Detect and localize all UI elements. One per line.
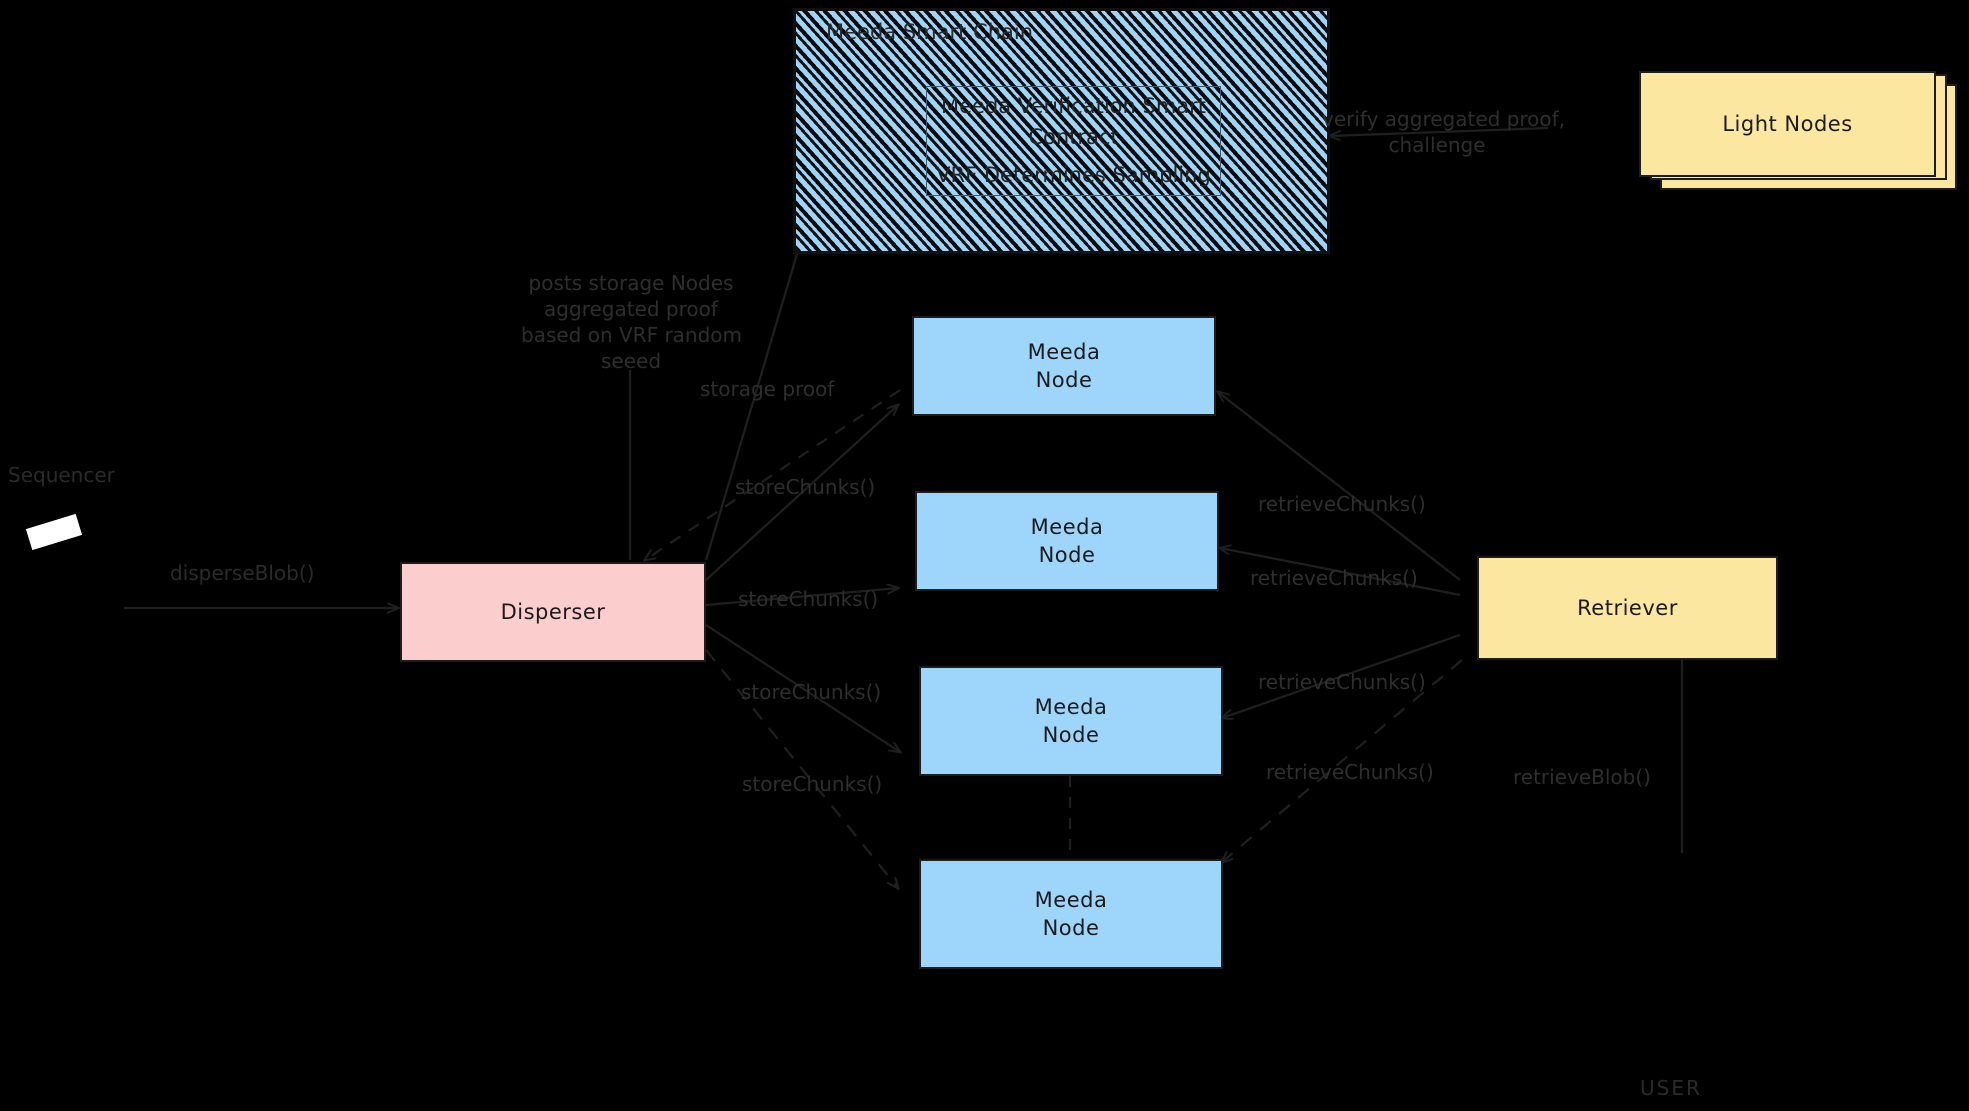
disperser-box[interactable]: Disperser: [400, 562, 706, 662]
contract-line-2: Contract: [1028, 124, 1119, 149]
edge-label-store-chunks-1: storeChunks(): [735, 475, 876, 499]
sequencer-label: Sequencer: [8, 463, 115, 487]
meeda-node-1[interactable]: Meeda Node: [912, 316, 1216, 416]
edge-retrieve-chunks-1: [1218, 392, 1461, 581]
edge-label-retrieve-chunks-2: retrieveChunks(): [1250, 566, 1418, 590]
edge-store-chunks-3: [705, 624, 900, 752]
meeda-node-3-line1: Meeda: [1034, 694, 1108, 719]
edge-verify-challenge: [1330, 126, 1549, 136]
edge-label-store-chunks-2: storeChunks(): [738, 587, 879, 611]
retriever-label: Retriever: [1577, 596, 1678, 620]
meeda-node-4-line1: Meeda: [1034, 887, 1108, 912]
meeda-node-1-line1: Meeda: [1027, 339, 1101, 364]
meeda-node-2[interactable]: Meeda Node: [915, 491, 1219, 591]
meeda-node-1-line2: Node: [1035, 368, 1093, 392]
meeda-node-2-line1: Meeda: [1030, 514, 1104, 539]
meeda-node-3-line2: Node: [1042, 723, 1100, 747]
meeda-verification-smart-contract: Meeda Verification Smart Contract VRF De…: [926, 86, 1221, 196]
edge-label-retrieve-chunks-3: retrieveChunks(): [1258, 670, 1426, 694]
meeda-node-4-line2: Node: [1042, 916, 1100, 940]
edge-store-chunks-2: [705, 588, 898, 607]
light-nodes-label: Light Nodes: [1722, 112, 1853, 136]
edge-label-retrieve-blob: retrieveBlob(): [1513, 765, 1651, 789]
meeda-node-2-line2: Node: [1038, 543, 1096, 567]
edge-label-verify-challenge: verify aggregated proof, challenge: [1322, 107, 1566, 157]
meeda-node-3[interactable]: Meeda Node: [919, 666, 1223, 776]
light-nodes-box[interactable]: Light Nodes: [1639, 71, 1936, 177]
disperser-label: Disperser: [500, 600, 606, 624]
edge-store-chunks-4: [705, 649, 898, 888]
edge-label-posts-proof: posts storage Nodes aggregated proof bas…: [521, 271, 743, 373]
edge-store-chunks-1: [705, 405, 898, 581]
contract-line-3: VRF Determines Sampling: [936, 163, 1211, 188]
edge-storage-proof: [645, 389, 901, 560]
edge-label-disperse-blob: disperseBlob(): [170, 561, 315, 585]
edge-retrieve-chunks-3: [1222, 633, 1461, 718]
edge-posts-proof: [704, 243, 802, 561]
edge-label-storage-proof: storage proof: [700, 377, 835, 401]
contract-line-1: Meeda Verification Smart: [940, 94, 1207, 119]
meeda-node-4[interactable]: Meeda Node: [919, 859, 1223, 969]
retriever-box[interactable]: Retriever: [1477, 556, 1778, 660]
meeda-smart-chain-title: Meeda Smart Chain: [826, 20, 1034, 44]
user-label: USER: [1640, 1076, 1702, 1100]
edge-label-retrieve-chunks-1: retrieveChunks(): [1258, 492, 1426, 516]
edge-retrieve-chunks-4: [1222, 659, 1463, 862]
edge-label-store-chunks-4: storeChunks(): [742, 772, 883, 796]
edge-label-retrieve-chunks-4: retrieveChunks(): [1266, 760, 1434, 784]
edge-label-store-chunks-3: storeChunks(): [741, 680, 882, 704]
edge-retrieve-chunks-2: [1220, 548, 1461, 597]
